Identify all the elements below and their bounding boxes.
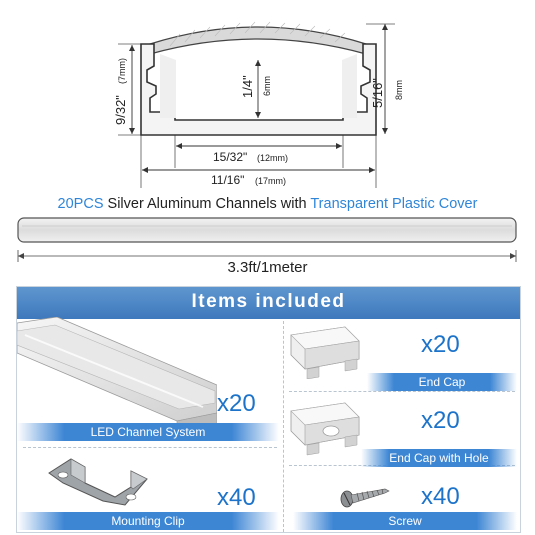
total-height-label: 5/16" — [370, 78, 385, 108]
end-cap-quantity: x20 — [421, 331, 460, 358]
channel-length-diagram — [17, 217, 517, 262]
panel-divider-vertical — [283, 321, 284, 532]
total-height-mm-label: 8mm — [394, 80, 404, 100]
channel-length-label: 3.3ft/1meter — [227, 259, 308, 276]
channel-cross-section-diagram: 9/32" (7mm) 1/4" 6mm 5/16" 8mm 15/32" (1… — [113, 21, 404, 188]
led-channel-quantity: x20 — [217, 390, 256, 417]
inner-width-mm-label: (12mm) — [257, 153, 288, 163]
screw-quantity: x40 — [421, 483, 460, 510]
aluminum-channel-icon — [17, 317, 217, 437]
headline-middle: Silver Aluminum Channels with — [103, 196, 311, 212]
led-channel-label-text: LED Channel System — [90, 425, 206, 439]
panel-divider-left — [23, 447, 277, 448]
inner-width-label: 15/32" — [213, 150, 247, 164]
end-cap-icon — [290, 326, 360, 379]
outer-width-label: 11/16" — [211, 173, 244, 187]
mounting-clip-quantity: x40 — [217, 484, 256, 511]
headline-count: 20PCS — [57, 196, 104, 212]
inner-depth-label: 1/4" — [240, 75, 255, 98]
panel-divider-right-1 — [289, 391, 515, 392]
headline-cover: Transparent Plastic Cover — [310, 196, 478, 212]
outer-width-mm-label: (17mm) — [255, 176, 286, 186]
inner-depth-mm-label: 6mm — [262, 76, 272, 96]
items-included-panel: Items included x20 LED Channel System x2… — [16, 286, 521, 533]
end-cap-hole-icon — [290, 402, 360, 456]
end-cap-label: End Cap — [367, 373, 517, 391]
items-panel-title: Items included — [191, 291, 346, 312]
outer-height-mm-label: (7mm) — [117, 58, 127, 84]
mounting-clip-label: Mounting Clip — [17, 512, 279, 530]
end-cap-hole-quantity: x20 — [421, 407, 460, 434]
items-panel-header — [17, 287, 520, 319]
led-channel-label: LED Channel System — [17, 423, 279, 441]
product-headline: 20PCS Silver Aluminum Channels with Tran… — [0, 196, 535, 212]
end-cap-hole-label: End Cap with Hole — [361, 449, 517, 467]
screw-icon — [340, 488, 390, 508]
outer-height-label: 9/32" — [113, 95, 128, 125]
mounting-clip-icon — [48, 458, 148, 506]
screw-label: Screw — [293, 512, 517, 530]
